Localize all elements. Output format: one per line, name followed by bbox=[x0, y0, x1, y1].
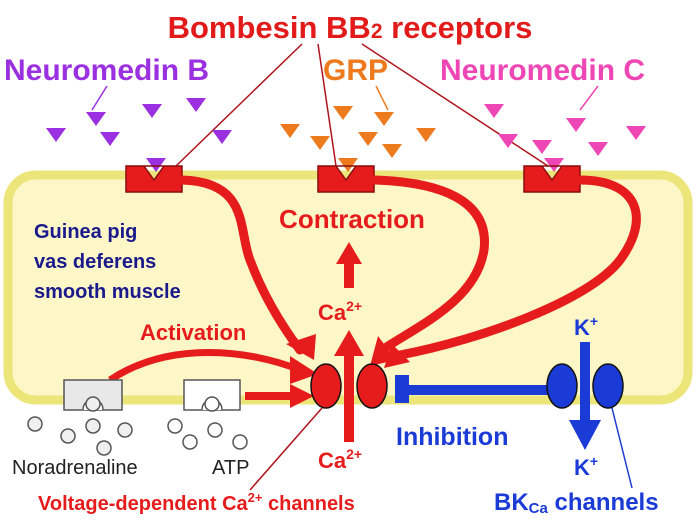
bb2-receptor-middle bbox=[317, 165, 375, 193]
vdcc-channel-right bbox=[356, 363, 388, 409]
channel-pointer-lines bbox=[249, 407, 633, 491]
label-bkca: BKCa channels bbox=[494, 489, 659, 517]
label-neuromedin-b: Neuromedin B bbox=[4, 54, 209, 87]
k-efflux-arrow bbox=[569, 342, 601, 450]
title-bombesin-receptors: Bombesin BB2 receptors bbox=[168, 10, 533, 45]
ligand-pointer-lines bbox=[91, 85, 599, 111]
grp-molecules bbox=[280, 106, 436, 172]
label-k-inside: K+ bbox=[574, 313, 598, 340]
cell-label: Guinea pig vas deferens smooth muscle bbox=[34, 221, 181, 303]
label-noradrenaline: Noradrenaline bbox=[12, 457, 138, 479]
label-k-outside: K+ bbox=[574, 453, 598, 480]
noradrenaline-molecules bbox=[27, 396, 133, 456]
label-neuromedin-c: Neuromedin C bbox=[440, 54, 645, 87]
bkca-channel-left bbox=[546, 363, 578, 409]
atp-molecules bbox=[167, 396, 248, 450]
label-atp: ATP bbox=[212, 457, 249, 479]
ca-influx-arrow bbox=[334, 330, 364, 442]
bkca-channel-right bbox=[592, 363, 624, 409]
label-ca-outside: Ca2+ bbox=[318, 446, 362, 473]
label-grp: GRP bbox=[323, 54, 388, 87]
neuromedin-c-molecules bbox=[484, 104, 646, 172]
neuromedin-b-molecules bbox=[46, 98, 232, 172]
vdcc-channel-left bbox=[310, 363, 342, 409]
title-connector-lines bbox=[175, 43, 549, 167]
bb2-receptor-left bbox=[125, 165, 183, 193]
contraction-arrow bbox=[336, 242, 362, 288]
inhibition-bar bbox=[395, 375, 553, 403]
receptor-arrowheads bbox=[286, 334, 410, 368]
label-ca-inside: Ca2+ bbox=[318, 298, 362, 325]
bb2-receptor-right bbox=[523, 165, 581, 193]
label-activation: Activation bbox=[140, 320, 246, 345]
receptor-signal-arrows bbox=[177, 175, 641, 360]
activation-arrow bbox=[108, 349, 318, 384]
label-contraction: Contraction bbox=[279, 204, 425, 234]
atp-arrow bbox=[245, 384, 314, 408]
label-inhibition: Inhibition bbox=[396, 423, 508, 451]
label-vdcc: Voltage-dependent Ca2+ channels bbox=[38, 490, 355, 515]
